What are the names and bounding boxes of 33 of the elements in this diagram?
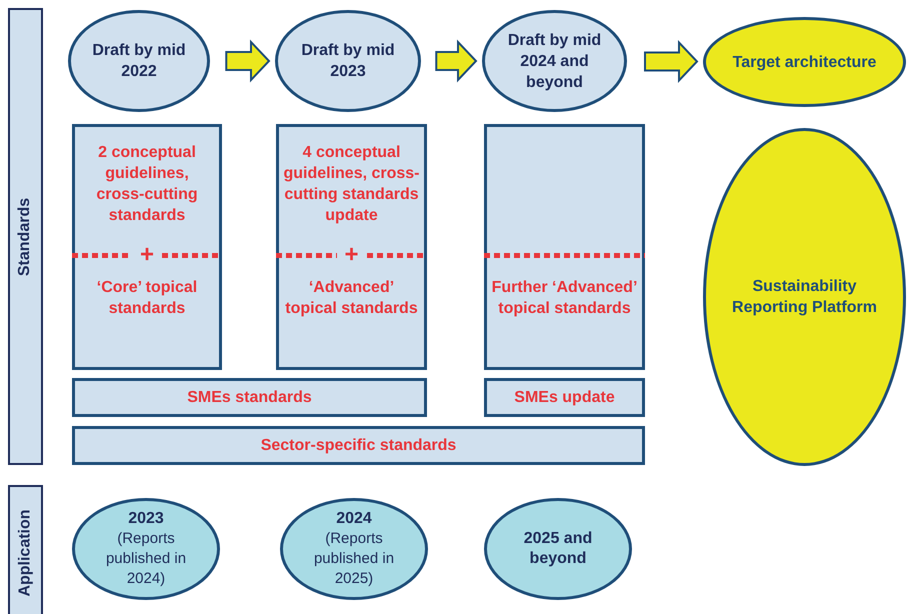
bar-label: SMEs update [514,388,615,408]
side-band [8,485,43,614]
box-text: 2 conceptual guidelines, cross-cutting standards [95,143,199,226]
ellipse-label: 2023 [128,509,164,529]
block-arrow [225,40,270,82]
box-text: ‘Core’ topical standards [96,278,198,319]
ellipse-label: 2024 [336,509,372,529]
side-band [8,8,43,465]
box-text: ‘Advanced’ topical standards [284,278,419,319]
bar-label: Sector-specific standards [260,436,456,456]
standards-box [276,124,427,370]
standards-bar [72,426,645,465]
ellipse-label: Draft by mid 2022 [91,41,187,82]
bar-label: SMEs standards [187,388,312,408]
plus-sign: + [140,245,154,265]
ellipse-label: 2025 and beyond [522,529,594,569]
ellipse-label: Draft by mid 2023 [300,41,396,82]
box-text: 4 conceptual guidelines, cross-cutting standards update [283,143,420,226]
box-text: Further ‘Advanced’ topical standards [491,278,638,319]
standards-box [72,124,222,370]
standards-bar [72,378,427,417]
band-label: Standards [16,197,34,276]
standards-box [484,124,645,370]
block-arrow [435,40,478,82]
ellipse-label: Draft by mid 2024 and beyond [506,30,602,92]
ellipse-label: (Reports published in 2024) [104,529,188,589]
block-arrow [644,40,698,83]
ellipse-label: (Reports published in 2025) [312,529,396,589]
band-label: Application [16,508,34,596]
ellipse-label: Target architecture [732,52,876,72]
plus-sign: + [344,245,359,265]
ellipse-label: Sustainability Reporting Platform [731,277,878,318]
standards-bar [484,378,645,417]
